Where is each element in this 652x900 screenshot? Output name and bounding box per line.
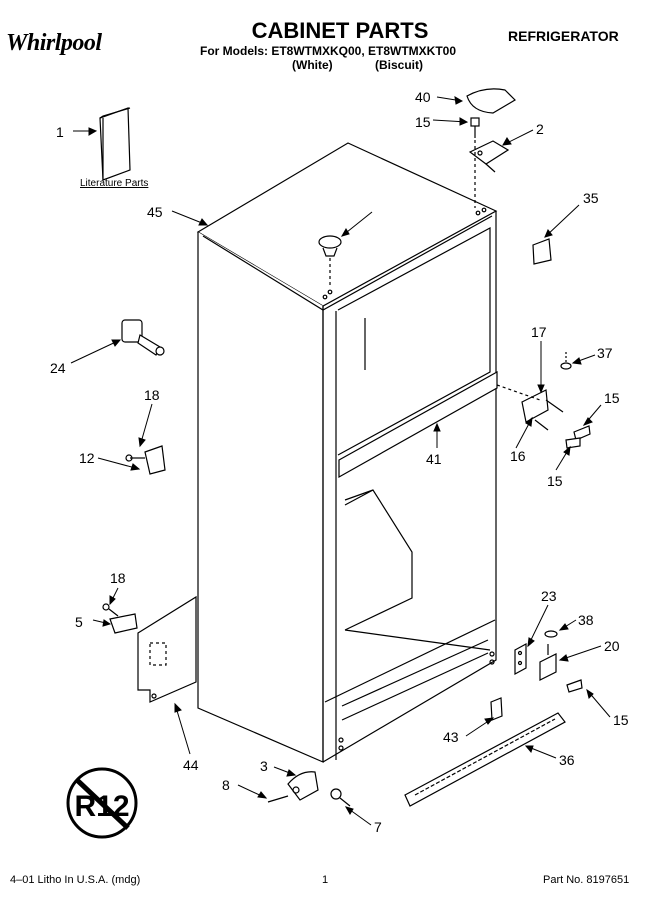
callout-24: 24 bbox=[50, 360, 66, 376]
callout-15-top: 15 bbox=[415, 114, 431, 130]
hinge-icon bbox=[468, 140, 510, 173]
callout-18-upper: 18 bbox=[144, 387, 160, 403]
callout-43: 43 bbox=[443, 729, 459, 745]
screw-icon bbox=[470, 117, 480, 138]
callout-3: 3 bbox=[260, 758, 268, 774]
callout-8: 8 bbox=[222, 777, 230, 793]
callout-15-bottom: 15 bbox=[613, 712, 629, 728]
color-white-label: (White) bbox=[292, 58, 333, 72]
literature-booklet-icon bbox=[99, 107, 131, 181]
footer-litho: 4–01 Litho In U.S.A. (mdg) bbox=[10, 874, 141, 886]
callout-38: 38 bbox=[578, 612, 594, 628]
clip-icon bbox=[490, 697, 503, 721]
models-line: For Models: ET8WTMXKQ00, ET8WTMXKT00 bbox=[200, 44, 457, 58]
appliance-type: REFRIGERATOR bbox=[508, 28, 619, 44]
r12-stamp-text: R12 bbox=[74, 790, 129, 823]
callout-45: 45 bbox=[147, 204, 163, 220]
callout-23: 23 bbox=[541, 588, 557, 604]
callout-1: 1 bbox=[56, 124, 64, 140]
clip-icon bbox=[102, 603, 138, 634]
callout-36: 36 bbox=[559, 752, 575, 768]
callout-44: 44 bbox=[183, 757, 199, 773]
bracket-icon bbox=[532, 238, 552, 265]
mounting-bracket-icon bbox=[521, 389, 564, 431]
leveler-icon bbox=[121, 319, 165, 356]
lower-hinge-icon bbox=[539, 644, 557, 681]
callout-41: 41 bbox=[426, 451, 442, 467]
page-title: CABINET PARTS bbox=[251, 18, 429, 43]
rear-bracket-icon bbox=[137, 595, 197, 703]
callout-16: 16 bbox=[510, 448, 526, 464]
callout-17: 17 bbox=[531, 324, 547, 340]
screw-icon bbox=[565, 425, 591, 449]
callout-12: 12 bbox=[79, 450, 95, 466]
callout-7: 7 bbox=[374, 819, 382, 835]
callout-2: 2 bbox=[536, 121, 544, 137]
callout-15-right: 15 bbox=[604, 390, 620, 406]
callout-5: 5 bbox=[75, 614, 83, 630]
toe-grille-icon bbox=[404, 712, 566, 807]
footer-page-number: 1 bbox=[322, 874, 329, 886]
screw-icon bbox=[566, 679, 583, 693]
callout-15-mid: 15 bbox=[547, 473, 563, 489]
callout-40: 40 bbox=[415, 89, 431, 105]
cabinet-body bbox=[196, 142, 498, 763]
plug-icon bbox=[318, 235, 342, 257]
door-closer-icon bbox=[267, 771, 319, 803]
callout-35: 35 bbox=[583, 190, 599, 206]
clip-icon bbox=[125, 445, 166, 475]
callout-37: 37 bbox=[597, 345, 613, 361]
brand-logo: Whirlpool bbox=[6, 30, 102, 56]
washer-icon bbox=[560, 362, 572, 370]
literature-parts-label: Literature Parts bbox=[80, 178, 149, 189]
bracket-plate-icon bbox=[514, 642, 527, 676]
callout-20: 20 bbox=[604, 638, 620, 654]
color-biscuit-label: (Biscuit) bbox=[375, 58, 423, 72]
r12-stamp-icon bbox=[66, 767, 138, 839]
callout-18-lower: 18 bbox=[110, 570, 126, 586]
screw-icon bbox=[330, 788, 351, 807]
footer-part-number: Part No. 8197651 bbox=[543, 874, 630, 886]
hinge-cover-icon bbox=[466, 88, 516, 114]
washer-icon bbox=[544, 630, 558, 638]
